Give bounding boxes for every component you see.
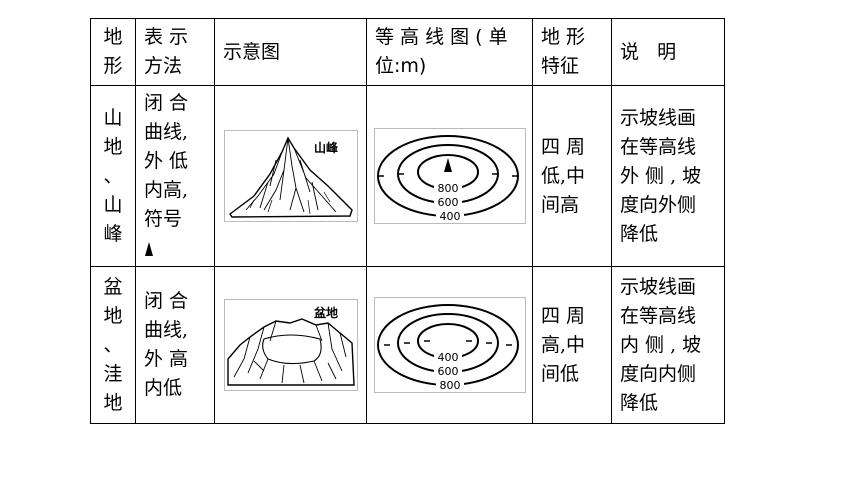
table-row: 盆 地 、 洼 地 闭 合 曲线, 外 高 内低 盆地 <box>90 266 725 424</box>
cell-text: 洼 <box>103 362 123 385</box>
row-landform-name: 山 地 、 山 峰 <box>90 85 136 267</box>
cell-text: 内 侧 , 坡 <box>620 333 702 356</box>
row-method: 闭 合 曲线, 外 低 内高, 符号 <box>135 85 215 267</box>
cell-text: 低,中 <box>541 164 586 187</box>
cell-text: 曲线, <box>144 319 189 341</box>
cell-text: 在等高线 <box>620 135 697 158</box>
cell-text: 符号 <box>144 208 183 230</box>
header-text: 表 示 <box>144 26 189 48</box>
cell-text: 闭 合 <box>144 290 189 312</box>
cell-text: 高,中 <box>541 333 586 356</box>
cell-text: 降低 <box>620 222 659 245</box>
figure-label: 盆地 <box>313 305 338 320</box>
cell-text: 外 低 <box>144 150 189 172</box>
header-text: 形 <box>103 55 123 77</box>
cell-text: 山 <box>103 193 123 216</box>
header-text: 等 高 线 图 ( 单 <box>375 26 508 48</box>
basin-illustration: 盆地 <box>214 266 367 424</box>
peak-triangle-icon <box>145 242 153 256</box>
cell-text: 外 侧 , 坡 <box>620 164 702 187</box>
contour-label: 600 <box>437 365 458 378</box>
header-method: 表 示 方法 <box>135 18 215 86</box>
cell-text: 盆 <box>103 275 123 298</box>
header-explanation: 说 明 <box>611 18 725 86</box>
contour-label: 800 <box>439 379 460 392</box>
terrain-table: 地 形 表 示 方法 示意图 等 高 线 图 ( 单 位:m) 地 形 特征 说… <box>90 18 725 424</box>
cell-text: 在等高线 <box>620 304 697 327</box>
cell-text: 四 周 <box>541 135 586 158</box>
cell-text: 闭 合 <box>144 92 189 114</box>
cell-text: 曲线, <box>144 121 189 143</box>
contour-label: 400 <box>437 351 458 364</box>
cell-text: 山 <box>103 106 123 129</box>
header-text: 位:m) <box>375 55 427 77</box>
cell-text: 、 <box>103 333 123 356</box>
contour-map-peak: 800 600 400 <box>373 128 526 224</box>
cell-text: 示坡线画 <box>620 106 697 129</box>
header-landform: 地 形 <box>90 18 136 86</box>
cell-text: 内高, <box>144 179 189 201</box>
contour-map-cell: 800 600 400 <box>366 85 533 267</box>
header-text: 地 形 <box>541 26 586 48</box>
contour-map-basin: 400 600 800 <box>373 297 526 393</box>
cell-text: 间高 <box>541 193 580 216</box>
cell-text: 地 <box>103 304 123 327</box>
basin-figure: 盆地 <box>223 299 358 391</box>
cell-text: 度向外侧 <box>620 193 697 216</box>
contour-label: 800 <box>437 182 458 195</box>
row-method: 闭 合 曲线, 外 高 内低 <box>135 266 215 424</box>
row-landform-name: 盆 地 、 洼 地 <box>90 266 136 424</box>
cell-text: 外 高 <box>144 348 189 370</box>
row-explanation: 示坡线画 在等高线 外 侧 , 坡 度向外侧 降低 <box>611 85 725 267</box>
row-feature: 四 周 低,中 间高 <box>532 85 612 267</box>
contour-map-cell: 400 600 800 <box>366 266 533 424</box>
cell-text: 内低 <box>144 377 183 399</box>
cell-text: 降低 <box>620 391 659 414</box>
mountain-illustration: 山峰 <box>214 85 367 267</box>
header-contour-map: 等 高 线 图 ( 单 位:m) <box>366 18 533 86</box>
cell-text: 四 周 <box>541 304 586 327</box>
peak-triangle-icon <box>443 158 452 172</box>
table-row: 山 地 、 山 峰 闭 合 曲线, 外 低 内高, 符号 山峰 <box>90 85 725 267</box>
header-text: 特征 <box>541 55 580 77</box>
cell-text: 峰 <box>103 222 123 245</box>
contour-label: 400 <box>439 210 460 223</box>
cell-text: 地 <box>103 135 123 158</box>
cell-text: 、 <box>103 164 123 187</box>
header-text: 方法 <box>144 55 183 77</box>
cell-text: 间低 <box>541 362 580 385</box>
contour-label: 600 <box>437 196 458 209</box>
figure-label: 山峰 <box>314 140 339 155</box>
cell-text: 度向内侧 <box>620 362 697 385</box>
cell-text: 符号 <box>144 205 206 263</box>
header-diagram: 示意图 <box>214 18 367 86</box>
row-feature: 四 周 高,中 间低 <box>532 266 612 424</box>
cell-text: 地 <box>103 391 123 414</box>
header-text: 地 <box>103 26 123 48</box>
header-feature: 地 形 特征 <box>532 18 612 86</box>
row-explanation: 示坡线画 在等高线 内 侧 , 坡 度向内侧 降低 <box>611 266 725 424</box>
mountain-peak-figure: 山峰 <box>223 130 358 222</box>
cell-text: 示坡线画 <box>620 275 697 298</box>
table-header-row: 地 形 表 示 方法 示意图 等 高 线 图 ( 单 位:m) 地 形 特征 说… <box>90 18 725 86</box>
